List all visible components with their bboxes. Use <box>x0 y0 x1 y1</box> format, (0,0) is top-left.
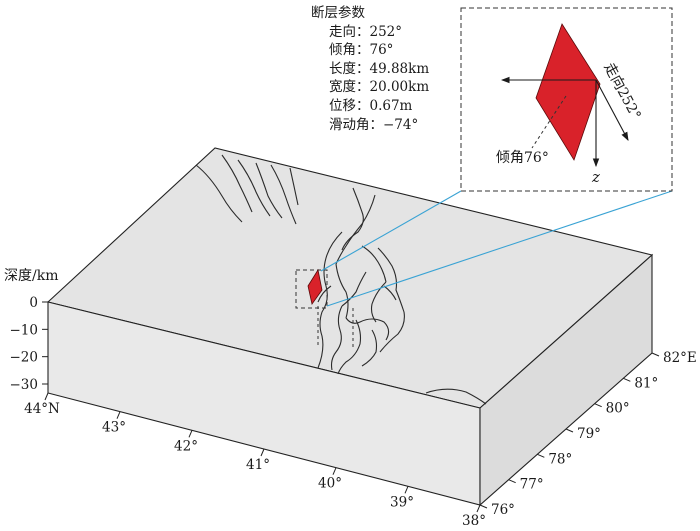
depth-tick-label: −20 <box>10 350 39 366</box>
inset-z-label: z <box>591 168 600 186</box>
longitude-tick-mark <box>623 377 631 382</box>
longitude-tick-mark <box>594 403 602 408</box>
latitude-tick-label: 40° <box>318 476 342 492</box>
inset-fault-plane <box>535 23 601 161</box>
param-width: 宽度：20.00km <box>329 79 430 96</box>
fault-plane <box>307 268 323 305</box>
longitude-axis: 76° 77°78° 79° 80°81° 82°E <box>479 350 697 518</box>
longitude-tick-label: 78° <box>548 451 572 467</box>
longitude-tick-label: 82°E <box>663 350 697 366</box>
latitude-tick-mark <box>260 448 265 457</box>
longitude-tick-mark <box>565 428 574 433</box>
latitude-tick-mark <box>116 411 121 419</box>
depth-tick-label: −30 <box>10 377 39 393</box>
param-slip: 位移：0.67m <box>329 97 413 114</box>
latitude-tick-label: 44°N <box>24 401 60 417</box>
fault-parameters-title: 断层参数 <box>311 5 365 21</box>
longitude-tick-label: 80° <box>606 401 630 417</box>
latitude-tick-mark <box>476 504 481 513</box>
param-dip: 倾角：76° <box>329 42 394 59</box>
surface-fault-traces <box>195 154 487 405</box>
latitude-tick-mark <box>332 467 337 475</box>
longitude-tick-label: 76° <box>491 502 515 518</box>
crustal-block <box>46 147 654 507</box>
longitude-tick-mark <box>508 479 516 484</box>
longitude-tick-label: 79° <box>577 426 601 442</box>
latitude-axis: 44°N 43° 42° 41° 40° 39° 38° <box>24 392 486 529</box>
param-strike: 走向：252° <box>329 23 403 40</box>
longitude-tick-label: 77° <box>520 477 544 493</box>
depth-tick-label: −10 <box>10 322 39 338</box>
inset-strike-arrow <box>595 79 629 141</box>
longitude-tick-mark <box>651 352 660 357</box>
longitude-tick-mark <box>479 504 488 509</box>
depth-tick-label: 0 <box>29 295 38 311</box>
depth-axis: 深度/km 0 −10 −20 −30 <box>4 268 58 393</box>
param-rake: 滑动角：−74° <box>329 116 419 133</box>
latitude-tick-label: 39° <box>390 494 414 510</box>
latitude-tick-label: 38° <box>462 513 486 529</box>
inset-dip-label: 倾角76° <box>496 150 549 166</box>
latitude-tick-label: 41° <box>246 457 270 473</box>
callout-leader-lines <box>320 190 673 307</box>
inset-panel: 走向252° 倾角76° z <box>460 7 673 192</box>
inset-dip-line <box>531 95 567 149</box>
fault-subsurface-projection <box>317 306 354 350</box>
latitude-tick-mark <box>404 486 409 494</box>
latitude-tick-mark <box>44 392 49 401</box>
fault-parameters-panel: 断层参数 走向：252° 倾角：76° 长度：49.88km 宽度：20.00k… <box>311 4 429 134</box>
longitude-tick-mark <box>537 453 545 458</box>
fault-callout-box <box>295 269 328 309</box>
depth-axis-label: 深度/km <box>4 268 58 284</box>
latitude-tick-label: 43° <box>102 420 126 436</box>
latitude-tick-label: 42° <box>174 438 198 454</box>
latitude-tick-mark <box>188 430 193 438</box>
longitude-tick-label: 81° <box>634 375 658 391</box>
param-length: 长度：49.88km <box>329 60 430 77</box>
